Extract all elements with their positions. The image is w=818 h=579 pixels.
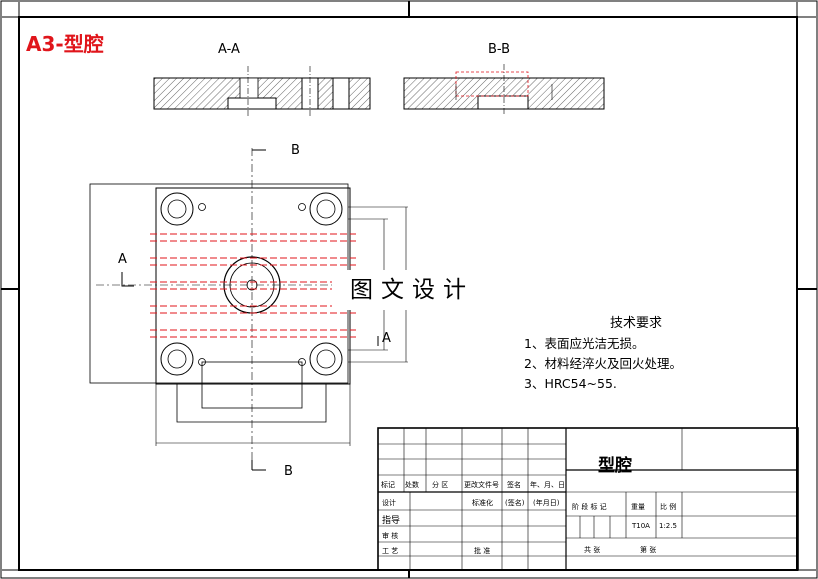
tb-label-date: 年、月、日	[530, 481, 565, 489]
tb-label-count: 处数	[405, 481, 419, 489]
tb-weight: 重量	[631, 503, 645, 511]
tb-date: (年月日)	[533, 499, 560, 507]
tb-process: 工 艺	[382, 547, 399, 555]
tech-requirements: 技术要求 1、表面应光洁无损。 2、材料经淬火及回火处理。 3、HRC54~55…	[524, 314, 682, 394]
tb-label-sign: 签名	[507, 481, 521, 489]
tb-ratio: 比 例	[660, 503, 677, 511]
section-aa-view	[153, 66, 371, 116]
tb-sheet-no: 第 张	[640, 546, 657, 554]
tb-material: T10A	[632, 522, 650, 530]
tb-scale: 1:2.5	[659, 522, 677, 530]
title-block-grid	[377, 427, 799, 571]
tb-label-mark: 标记	[381, 481, 395, 489]
cut-label-a-left: A	[118, 252, 127, 267]
tb-label-zone: 分 区	[432, 481, 449, 489]
tb-approve: 批 准	[474, 547, 491, 555]
tb-checker: 指导	[382, 516, 401, 526]
tech-requirement-item: 1、表面应光洁无损。	[524, 336, 645, 351]
tb-sheets-total: 共 张	[584, 546, 601, 554]
watermark-text: 图文设计	[332, 270, 492, 310]
tb-review: 审 核	[382, 532, 399, 540]
section-aa-label: A-A	[218, 42, 240, 57]
tech-requirement-item: 2、材料经淬火及回火处理。	[524, 356, 682, 371]
cut-label-b-top: B	[291, 143, 300, 158]
tech-requirement-item: 3、HRC54~55.	[524, 376, 617, 391]
tb-signature: (签名)	[505, 499, 525, 507]
section-bb-view	[403, 64, 605, 116]
section-bb-label: B-B	[488, 42, 511, 57]
part-name: 型腔	[598, 456, 632, 476]
cut-label-b-bottom: B	[284, 464, 293, 479]
runner-channels	[150, 233, 356, 338]
tb-label-change-doc: 更改文件号	[464, 481, 499, 489]
tb-design: 设计	[382, 499, 396, 507]
cut-label-a-right: A	[382, 331, 391, 346]
tech-requirements-heading: 技术要求	[610, 316, 663, 331]
tb-standardization: 标准化	[472, 499, 493, 507]
sheet-title: A3-型腔	[26, 32, 104, 56]
tb-stage-mark: 阶 段 标 记	[572, 503, 607, 511]
